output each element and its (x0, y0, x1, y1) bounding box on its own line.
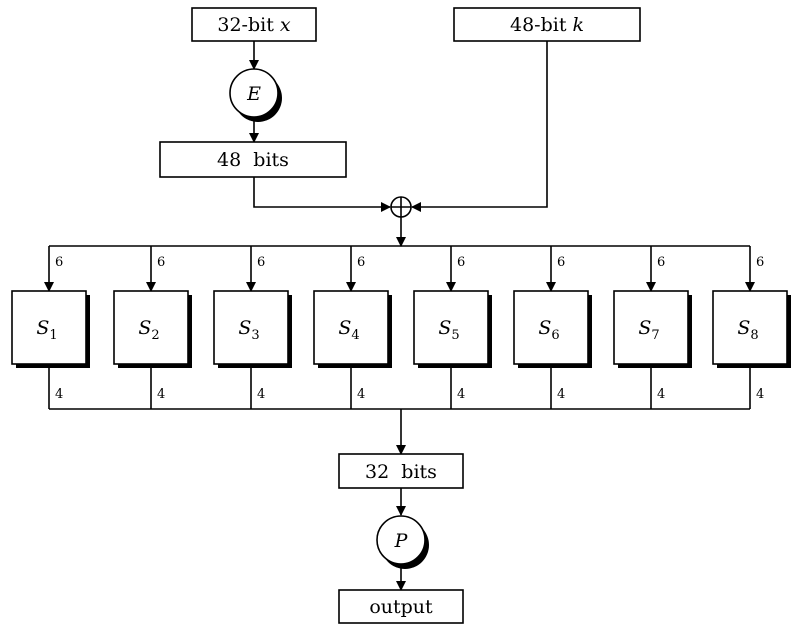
sbox-label-subscript: 6 (551, 328, 559, 343)
sbox-label: S5 (438, 317, 459, 343)
xor-node (390, 196, 412, 218)
input-k-box: 48-bit k (453, 7, 641, 42)
sbox-5: 6S5 4 (413, 246, 492, 409)
sbox-7: 6S7 4 (613, 246, 692, 409)
sbox-label: S4 (338, 317, 359, 343)
permutation-symbol: P (394, 530, 409, 552)
sbox-output-bits-label: 4 (55, 387, 63, 402)
sbox-label-base: S (538, 317, 551, 339)
sbox-input-bits-label: 6 (157, 255, 165, 270)
sbox-8: 6S8 4 (712, 246, 791, 409)
sbox-label: S1 (36, 317, 57, 343)
sbox-rect (712, 290, 788, 365)
sbox-label-base: S (138, 317, 151, 339)
sbox-input-bits-label: 6 (557, 255, 565, 270)
sbox-label-base: S (36, 317, 49, 339)
sbox-output-bits-label: 4 (457, 387, 465, 402)
expansion-symbol: E (246, 83, 261, 105)
sbox-label: S2 (138, 317, 159, 343)
sbox-output-bits-label: 4 (657, 387, 665, 402)
sbox-input-bits-label: 6 (457, 255, 465, 270)
sbox-label-subscript: 4 (351, 328, 359, 343)
sbox-3: 6S3 4 (213, 246, 292, 409)
expansion-node: E (229, 68, 282, 122)
sbox-label-subscript: 1 (49, 328, 57, 343)
sbox-label-base: S (438, 317, 451, 339)
sbox-label: S8 (737, 317, 758, 343)
expanded-48bits-label: 48 bits (217, 149, 289, 171)
sbox-input-bits-label: 6 (357, 255, 365, 270)
expanded-48bits-box: 48 bits (159, 141, 347, 178)
input-x-prefix: 32-bit (217, 14, 280, 36)
sbox-rect (513, 290, 589, 365)
arrow-k-to-xor (411, 41, 548, 212)
sbox-2: 6S2 4 (113, 246, 192, 409)
svg-text:48-bit k: 48-bit k (510, 14, 584, 36)
sbox-input-bits-label: 6 (257, 255, 265, 270)
sbox-input-bits-label: 6 (657, 255, 665, 270)
sbox-output-bits-label: 4 (756, 387, 764, 402)
sbox-rect (11, 290, 87, 365)
sbox-rect (413, 290, 489, 365)
sbox-label: S6 (538, 317, 559, 343)
input-x-var: x (280, 14, 291, 36)
arrow-48bits-to-xor (253, 177, 391, 212)
sbox-label-subscript: 7 (651, 328, 659, 343)
combined-32bits-label: 32 bits (365, 461, 437, 483)
permutation-node: P (376, 515, 429, 569)
sbox-label-base: S (238, 317, 251, 339)
sbox-label-base: S (338, 317, 351, 339)
input-x-box: 32-bit x (191, 7, 317, 42)
input-k-prefix: 48-bit (510, 14, 573, 36)
svg-text:32-bit x: 32-bit x (217, 14, 291, 36)
combined-32bits-box: 32 bits (338, 453, 464, 489)
input-k-var: k (573, 14, 585, 36)
sbox-input-bits-label: 6 (55, 255, 63, 270)
sbox-rect (113, 290, 189, 365)
output-box: output (338, 589, 464, 624)
sbox-output-bits-label: 4 (257, 387, 265, 402)
sbox-label-subscript: 5 (451, 328, 459, 343)
output-label: output (369, 596, 433, 618)
sbox-label-base: S (638, 317, 651, 339)
sbox-label-base: S (737, 317, 750, 339)
sbox-rect (313, 290, 389, 365)
sbox-label-subscript: 8 (750, 328, 758, 343)
sbox-label-subscript: 3 (251, 328, 259, 343)
sbox-output-bits-label: 4 (157, 387, 165, 402)
sbox-output-bits-label: 4 (357, 387, 365, 402)
sbox-1: 6S1 4 (11, 246, 90, 409)
sbox-label: S3 (238, 317, 259, 343)
sbox-output-bits-label: 4 (557, 387, 565, 402)
sbox-input-bits-label: 6 (756, 255, 764, 270)
sbox-label-subscript: 2 (151, 328, 159, 343)
sbox-label: S7 (638, 317, 659, 343)
